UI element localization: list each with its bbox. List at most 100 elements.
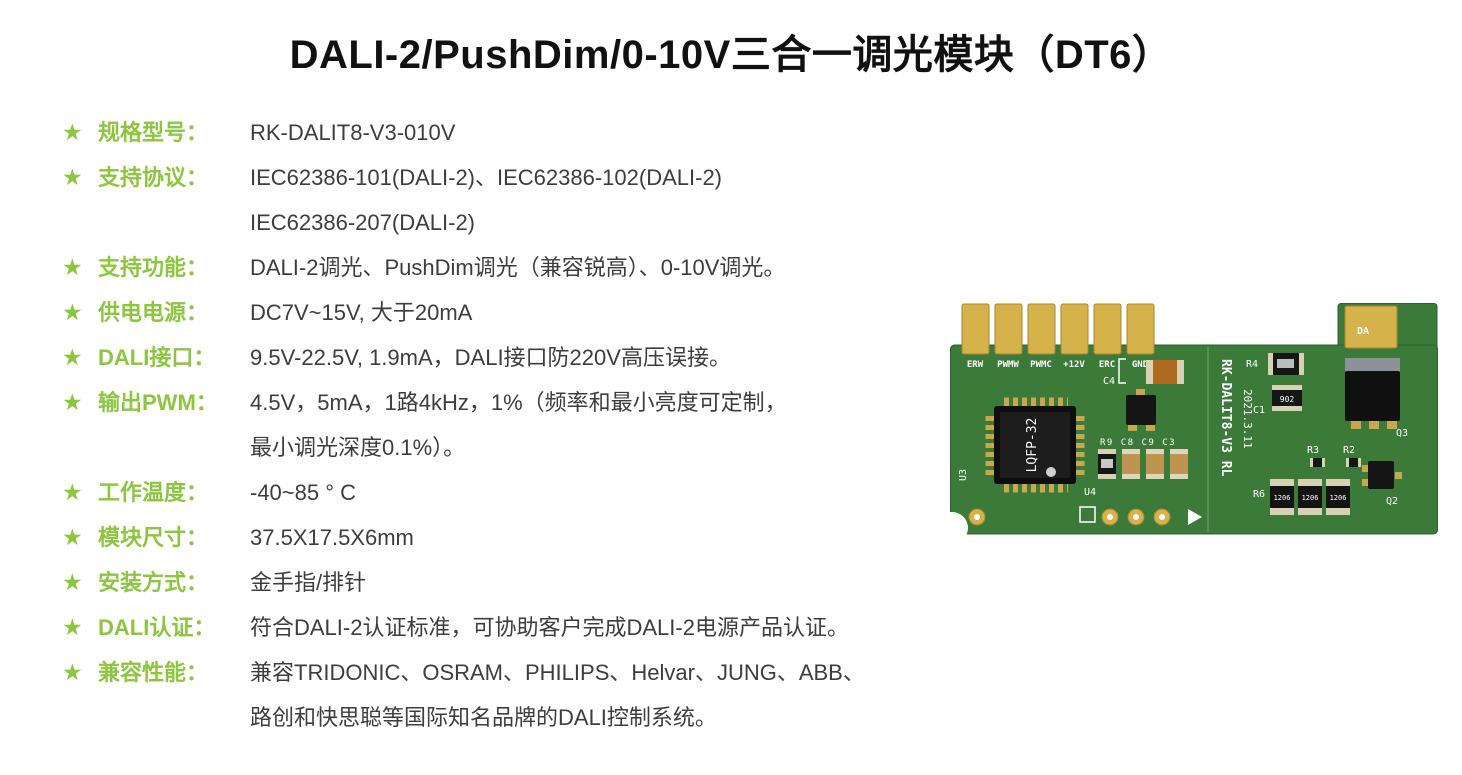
label-r3: R3 [1307, 445, 1319, 456]
spec-line: IEC62386-207(DALI-2) [250, 210, 476, 235]
spec-row-dimensions: ★ 模块尺寸： 37.5X17.5X6mm [62, 515, 962, 560]
spec-row-mounting: ★ 安装方式： 金手指/排针 [62, 560, 962, 605]
star-icon: ★ [62, 569, 83, 595]
spec-line: 37.5X17.5X6mm [250, 525, 414, 550]
spec-line: 符合DALI-2认证标准，可协助客户完成DALI-2电源产品认证。 [250, 615, 849, 640]
r6-marking: 1206 [1330, 494, 1347, 502]
gold-fingers [961, 303, 1398, 355]
label-r4: R4 [1246, 359, 1258, 370]
star-icon: ★ [62, 479, 83, 505]
star-icon: ★ [62, 614, 83, 640]
resistors-r3-r2: R3 R2 [1307, 445, 1361, 467]
resistors-r6: R6 1206 1206 1206 [1253, 479, 1350, 515]
spec-value: 金手指/排针 [250, 560, 366, 605]
spec-label: 安装方式： [98, 570, 209, 595]
mcu-chip: LQFP-32 [985, 397, 1085, 493]
pin-label-gnd: GND [1132, 360, 1149, 370]
board-name-text: RK-DALIT8-V3 RL [1218, 359, 1233, 477]
spec-value: 符合DALI-2认证标准，可协助客户完成DALI-2电源产品认证。 [250, 605, 849, 650]
spec-list: ★ 规格型号： RK-DALIT8-V3-010V ★ 支持协议： IEC623… [62, 110, 962, 740]
star-icon: ★ [62, 344, 83, 370]
label-u4: U4 [1084, 487, 1096, 498]
spec-row-model: ★ 规格型号： RK-DALIT8-V3-010V [62, 110, 962, 155]
spec-label: DALI认证： [98, 615, 216, 640]
label-q2: Q2 [1386, 496, 1398, 507]
label-c4: C4 [1103, 376, 1115, 387]
page-title: DALI-2/PushDim/0-10V三合一调光模块（DT6） [289, 33, 1173, 77]
transistor-q3: Q3 [1345, 358, 1408, 439]
spec-row-temperature: ★ 工作温度： -40~85 ° C [62, 470, 962, 515]
spec-value: IEC62386-101(DALI-2)、IEC62386-102(DALI-2… [250, 155, 722, 245]
pin-label-pwmw: PWMW [997, 360, 1019, 370]
cap-c4: C4 [1103, 358, 1184, 387]
spec-label: DALI接口： [98, 345, 216, 370]
pin-label-12v: +12V [1063, 360, 1085, 370]
cap-c1: C1 902 [1253, 385, 1302, 416]
spec-line: 9.5V-22.5V, 1.9mA，DALI接口防220V高压误接。 [250, 345, 731, 370]
chip-marking: LQFP-32 [1025, 418, 1040, 473]
spec-row-protocol: ★ 支持协议： IEC62386-101(DALI-2)、IEC62386-10… [62, 155, 962, 245]
spec-label: 输出PWM： [98, 390, 218, 415]
spec-row-power: ★ 供电电源： DC7V~15V, 大于20mA [62, 290, 962, 335]
board-holes [968, 506, 1202, 526]
spec-line: RK-DALIT8-V3-010V [250, 120, 456, 145]
spec-value: -40~85 ° C [250, 470, 356, 515]
pin-labels: ERW PWMW PWMC +12V ERC GND [967, 360, 1149, 370]
spec-label: 支持协议： [98, 165, 209, 190]
resistor-r4: R4 [1246, 353, 1304, 375]
spec-value: 兼容TRIDONIC、OSRAM、PHILIPS、Helvar、JUNG、ABB… [250, 650, 865, 740]
spec-label: 供电电源： [98, 300, 209, 325]
spec-line: 兼容TRIDONIC、OSRAM、PHILIPS、Helvar、JUNG、ABB… [250, 660, 865, 685]
pcb-photo: ERW PWMW PWMC +12V ERC GND DA C4 [936, 303, 1438, 544]
label-parts-row: R9 C8 C9 C3 [1100, 438, 1176, 448]
star-icon: ★ [62, 164, 83, 190]
label-r2: R2 [1343, 445, 1355, 456]
spec-value: 9.5V-22.5V, 1.9mA，DALI接口防220V高压误接。 [250, 335, 731, 380]
board-date-text: 2021.3.11 [1241, 389, 1254, 449]
spec-line: 路创和快思聪等国际知名品牌的DALI控制系统。 [250, 705, 717, 730]
label-q3: Q3 [1396, 428, 1408, 439]
spec-value: DC7V~15V, 大于20mA [250, 290, 472, 335]
spec-value: RK-DALIT8-V3-010V [250, 110, 455, 155]
pin-label-erc: ERC [1099, 360, 1115, 370]
r6-marking: 1206 [1274, 494, 1291, 502]
silk-bracket [1118, 358, 1126, 384]
star-icon: ★ [62, 659, 83, 685]
pin-label-pwmc: PWMC [1030, 360, 1052, 370]
spec-label: 模块尺寸： [98, 525, 209, 550]
spec-line: 金手指/排针 [250, 570, 367, 595]
star-icon: ★ [62, 119, 83, 145]
transistor-small [1126, 389, 1156, 431]
spec-line: 最小调光深度0.1%）。 [250, 435, 466, 460]
spec-row-compatibility: ★ 兼容性能： 兼容TRIDONIC、OSRAM、PHILIPS、Helvar、… [62, 650, 962, 740]
spec-label: 支持功能： [98, 255, 209, 280]
star-icon: ★ [62, 254, 83, 280]
label-c1: C1 [1253, 405, 1265, 416]
spec-line: DC7V~15V, 大于20mA [250, 300, 473, 325]
silk-triangle [1188, 509, 1202, 525]
spec-value: DALI-2调光、PushDim调光（兼容锐高）、0-10V调光。 [250, 245, 785, 290]
pcb-image: ERW PWMW PWMC +12V ERC GND DA C4 [936, 303, 1438, 544]
transistor-q2: Q2 [1362, 461, 1402, 507]
spec-line: 4.5V，5mA，1路4kHz，1%（频率和最小亮度可定制， [250, 390, 787, 415]
star-icon: ★ [62, 524, 83, 550]
spec-row-function: ★ 支持功能： DALI-2调光、PushDim调光（兼容锐高）、0-10V调光… [62, 245, 962, 290]
pin1-dot [1046, 467, 1056, 477]
pad-label-da: DA [1357, 326, 1369, 337]
star-icon: ★ [62, 389, 83, 415]
passives-row [1098, 449, 1188, 479]
label-r6: R6 [1253, 489, 1265, 500]
spec-line: -40~85 ° C [250, 480, 357, 505]
spec-label: 兼容性能： [98, 660, 209, 685]
r6-marking: 1206 [1302, 494, 1319, 502]
star-icon: ★ [62, 299, 83, 325]
spec-line: DALI-2调光、PushDim调光（兼容锐高）、0-10V调光。 [250, 255, 786, 280]
spec-value: 37.5X17.5X6mm [250, 515, 414, 560]
spec-label: 规格型号： [98, 120, 209, 145]
spec-label: 工作温度： [98, 480, 209, 505]
label-u3: U3 [958, 469, 969, 481]
spec-value: 4.5V，5mA，1路4kHz，1%（频率和最小亮度可定制， 最小调光深度0.1… [250, 380, 787, 470]
pin-label-erw: ERW [967, 360, 984, 370]
spec-row-pwm-output: ★ 输出PWM： 4.5V，5mA，1路4kHz，1%（频率和最小亮度可定制， … [62, 380, 962, 470]
spec-row-certification: ★ DALI认证： 符合DALI-2认证标准，可协助客户完成DALI-2电源产品… [62, 605, 962, 650]
